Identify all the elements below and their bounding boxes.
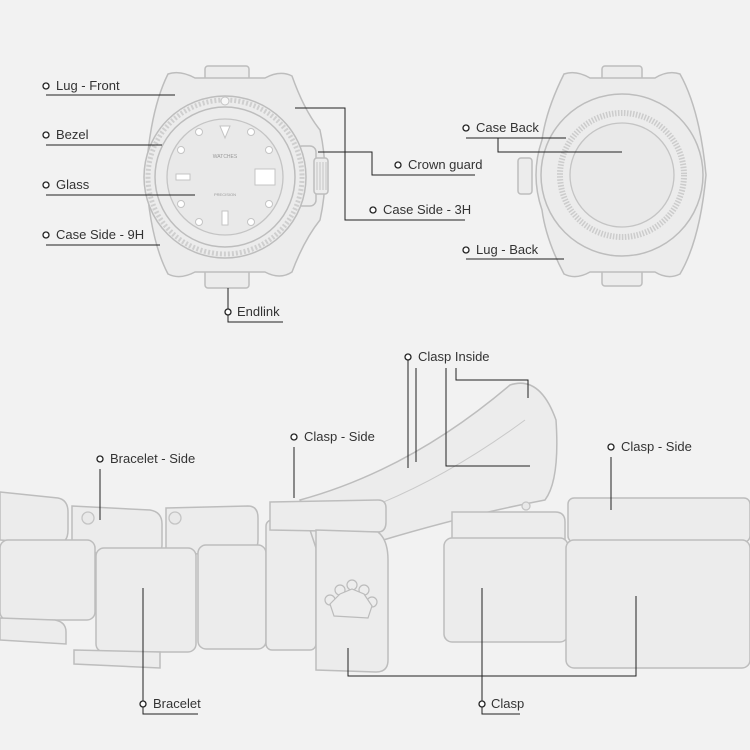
- dot-bezel: [42, 131, 50, 139]
- clasp-body-right: [443, 537, 569, 643]
- leader-clasp-b: [347, 596, 637, 677]
- bracelet-end-right: [565, 539, 750, 669]
- label-clasp: Clasp: [491, 696, 525, 711]
- dial-markers: [175, 125, 276, 226]
- bracelet-body-3: [197, 544, 267, 650]
- clasp-screw: [521, 501, 531, 511]
- bezel-pip: [220, 96, 230, 106]
- crown-grip: [316, 162, 327, 190]
- glass-dial: [166, 118, 284, 236]
- label-clasp-inside: Clasp Inside: [418, 349, 490, 364]
- dot-clasp: [478, 700, 486, 708]
- label-glass: Glass: [56, 177, 90, 192]
- dot-bracelet-side: [96, 455, 104, 463]
- dot-lug-front: [42, 82, 50, 90]
- dot-case-side-3h: [369, 206, 377, 214]
- label-bezel: Bezel: [56, 127, 89, 142]
- bezel-teeth: [145, 97, 305, 257]
- label-case-side-3h: Case Side - 3H: [383, 202, 472, 217]
- label-crown-guard: Crown guard: [408, 157, 483, 172]
- dot-case-side-9h: [42, 231, 50, 239]
- label-bracelet-side: Bracelet - Side: [110, 451, 196, 466]
- dot-bracelet: [139, 700, 147, 708]
- dot-crown-guard: [394, 161, 402, 169]
- label-endlink: Endlink: [237, 304, 280, 319]
- label-lug-front: Lug - Front: [56, 78, 120, 93]
- watch-front: WATCHES PRECISION: [143, 65, 329, 289]
- bracelet-bottom-1: [0, 617, 67, 645]
- bracelet-body-2: [95, 547, 197, 653]
- bracelet-bottom-2: [73, 649, 161, 669]
- label-clasp-side-right: Clasp - Side: [621, 439, 692, 454]
- crown-back: [517, 157, 533, 195]
- bracelet-link-1: [0, 491, 69, 545]
- dial-brand: WATCHES: [213, 154, 238, 160]
- case-back-ring-teeth: [557, 110, 687, 240]
- leader-clasp-inside-d: [455, 368, 529, 398]
- dot-endlink: [224, 308, 232, 316]
- leader-endlink: [227, 288, 283, 323]
- bracelet-body-1: [0, 539, 96, 621]
- dot-clasp-side-left: [290, 433, 298, 441]
- label-case-side-9h: Case Side - 9H: [56, 227, 145, 242]
- leader-clasp-inside-c: [445, 368, 530, 467]
- bracelet-body-4: [265, 519, 317, 651]
- label-bracelet: Bracelet: [153, 696, 201, 711]
- screw-head-1: [81, 511, 95, 525]
- dot-clasp-side-right: [607, 443, 615, 451]
- bracelet-assembly: [0, 382, 750, 673]
- case-back: [569, 122, 675, 228]
- crown-logo-icon: [324, 579, 378, 619]
- screw-head-2: [168, 511, 182, 525]
- label-dots: [42, 82, 615, 708]
- dial-model: PRECISION: [214, 192, 236, 197]
- clasp-right-hinge: [451, 511, 566, 541]
- leader-lines: [46, 94, 637, 715]
- leader-clasp-a: [481, 588, 520, 715]
- clasp-side-cover-left: [269, 499, 387, 533]
- label-clasp-side-left: Clasp - Side: [304, 429, 375, 444]
- leader-bracelet: [142, 588, 198, 715]
- dot-glass: [42, 181, 50, 189]
- label-case-back: Case Back: [476, 120, 539, 135]
- label-lug-back: Lug - Back: [476, 242, 539, 257]
- dot-case-back: [462, 124, 470, 132]
- dot-clasp-inside: [404, 353, 412, 361]
- clasp-side-right-top: [567, 497, 750, 543]
- dot-lug-back: [462, 246, 470, 254]
- watch-back: [517, 65, 707, 287]
- leader-case-back-inner: [497, 138, 622, 153]
- leader-case-side-3h: [295, 107, 465, 221]
